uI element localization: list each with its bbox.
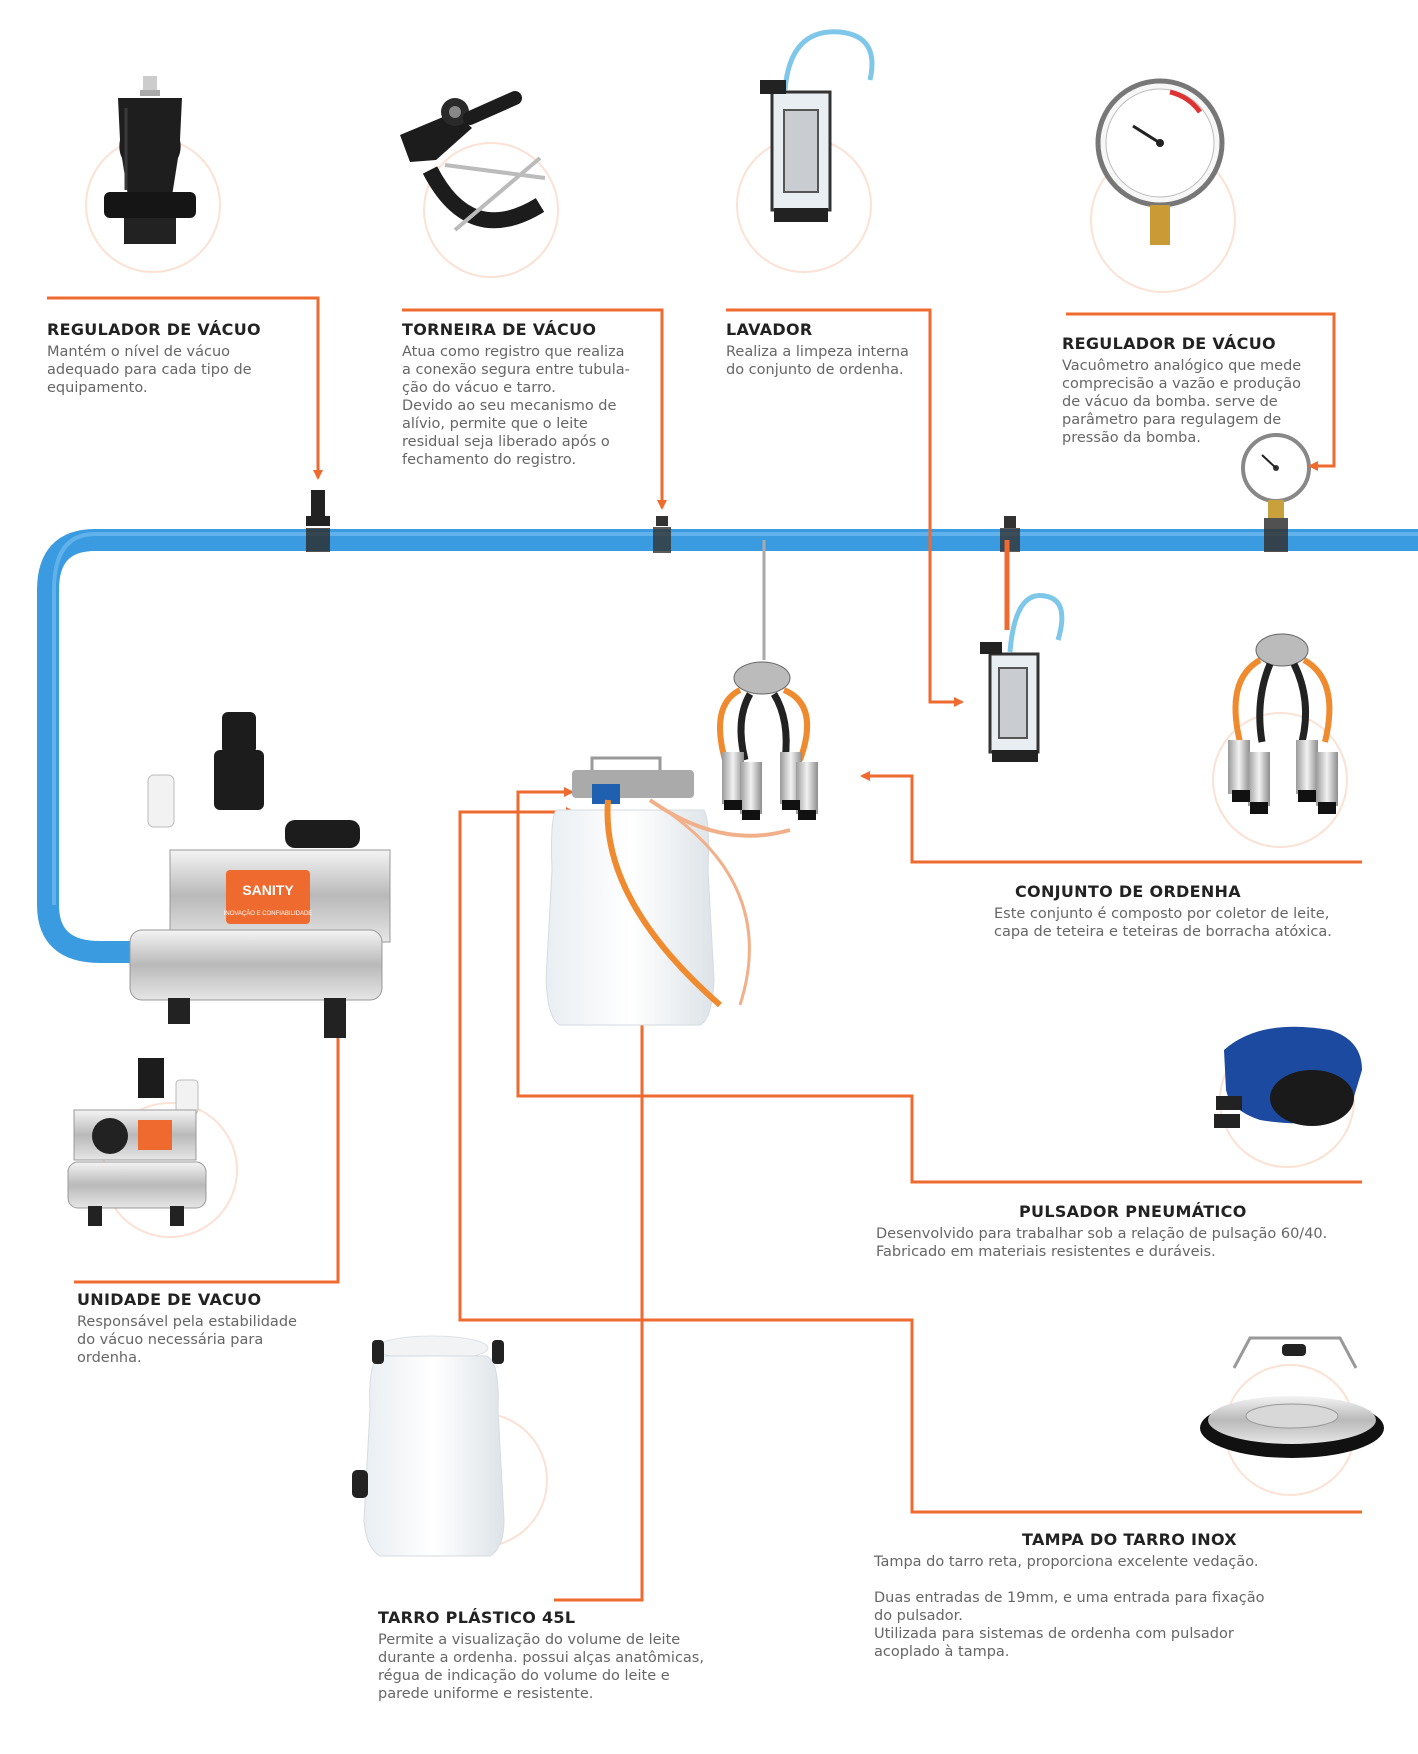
plastic-bucket-icon bbox=[352, 1335, 505, 1557]
desc-unidade: Responsável pela estabilidade do vácuo n… bbox=[77, 1314, 297, 1366]
vacuum-regulator-icon bbox=[104, 76, 196, 244]
title-regulador-vacuo-2: REGULADOR DE VÁCUO bbox=[1062, 334, 1276, 353]
title-lavador: LAVADOR bbox=[726, 320, 813, 339]
desc-tampa: Tampa do tarro reta, proporciona excelen… bbox=[874, 1554, 1259, 1570]
milking-cluster-right-icon bbox=[1228, 633, 1338, 814]
label-pulsador: PULSADOR PNEUMÁTICO Desenvolvido para tr… bbox=[876, 1202, 1376, 1261]
label-tarro: TARRO PLÁSTICO 45L Permite a visualizaçã… bbox=[378, 1608, 732, 1703]
desc-regulador-vacuo-1: Mantém o nível de vácuo adequado para ca… bbox=[47, 344, 252, 396]
title-unidade: UNIDADE DE VACUO bbox=[77, 1290, 262, 1309]
label-tampa: TAMPA DO TARRO INOX Tampa do tarro reta,… bbox=[874, 1530, 1300, 1661]
desc-pulsador: Desenvolvido para trabalhar sob a relaçã… bbox=[876, 1226, 1328, 1260]
desc-conjunto: Este conjunto é composto por coletor de … bbox=[994, 906, 1332, 940]
connector-regulador-2 bbox=[1066, 312, 1336, 471]
connector-tarro bbox=[554, 1000, 647, 1602]
desc-torneira: Atua como registro que realiza a conexão… bbox=[402, 344, 630, 468]
title-tampa: TAMPA DO TARRO INOX bbox=[1022, 1530, 1237, 1549]
vacuum-tap-icon bbox=[400, 91, 546, 232]
washer-icon bbox=[760, 29, 875, 222]
vacuum-pipe bbox=[37, 529, 1418, 963]
label-unidade: UNIDADE DE VACUO Responsável pela estabi… bbox=[77, 1290, 313, 1367]
label-torneira: TORNEIRA DE VÁCUO Atua como registro que… bbox=[402, 320, 646, 469]
connector-regulador-1 bbox=[47, 296, 323, 480]
sanity-tagline-text: INOVAÇÃO E CONFIABILIDADE bbox=[224, 910, 313, 917]
desc-regulador-vacuo-2: Vacuômetro analógico que mede comprecisã… bbox=[1062, 358, 1302, 446]
pipe-gauge-icon bbox=[1241, 433, 1311, 552]
sanity-logo-text: SANITY bbox=[242, 882, 294, 898]
milk-bucket-with-lid-icon bbox=[545, 756, 791, 1026]
desc-tarro: Permite a visualização do volume de leit… bbox=[378, 1632, 704, 1702]
desc-lavador: Realiza a limpeza interna do conjunto de… bbox=[726, 344, 909, 378]
pipe-fitting-regulator bbox=[306, 490, 330, 552]
title-pulsador: PULSADOR PNEUMÁTICO bbox=[1019, 1202, 1247, 1221]
connector-torneira bbox=[402, 308, 667, 510]
label-conjunto: CONJUNTO DE ORDENHA Este conjunto é comp… bbox=[994, 882, 1370, 941]
washer-lower-icon bbox=[980, 592, 1065, 762]
connector-pulsador bbox=[516, 787, 1362, 1184]
pipe-fitting-washer bbox=[1000, 516, 1020, 552]
label-regulador-vacuo-2: REGULADOR DE VÁCUO Vacuômetro analógico … bbox=[1062, 334, 1316, 447]
title-regulador-vacuo-1: REGULADOR DE VÁCUO bbox=[47, 320, 261, 339]
vacuum-unit-icon: SANITY INOVAÇÃO E CONFIABILIDADE bbox=[129, 712, 391, 1038]
desc-tampa-details: Duas entradas de 19mm, e uma entrada par… bbox=[874, 1590, 1265, 1660]
vacuum-unit-small-icon bbox=[67, 1058, 207, 1226]
pulsator-icon bbox=[1214, 1026, 1362, 1128]
title-conjunto: CONJUNTO DE ORDENHA bbox=[1015, 882, 1241, 901]
connector-conjunto bbox=[860, 771, 1362, 864]
milking-cluster-icon bbox=[717, 661, 818, 820]
pipe-fitting-tap bbox=[653, 516, 671, 553]
bucket-lid-icon bbox=[1200, 1336, 1384, 1458]
vacuum-gauge-icon bbox=[1095, 78, 1225, 245]
label-lavador: LAVADOR Realiza a limpeza interna do con… bbox=[726, 320, 926, 379]
title-torneira: TORNEIRA DE VÁCUO bbox=[402, 320, 597, 339]
connector-tampa bbox=[458, 807, 1362, 1514]
label-regulador-vacuo-1: REGULADOR DE VÁCUO Mantém o nível de vác… bbox=[47, 320, 269, 397]
connector-lavador bbox=[726, 308, 964, 707]
title-tarro: TARRO PLÁSTICO 45L bbox=[378, 1608, 576, 1627]
